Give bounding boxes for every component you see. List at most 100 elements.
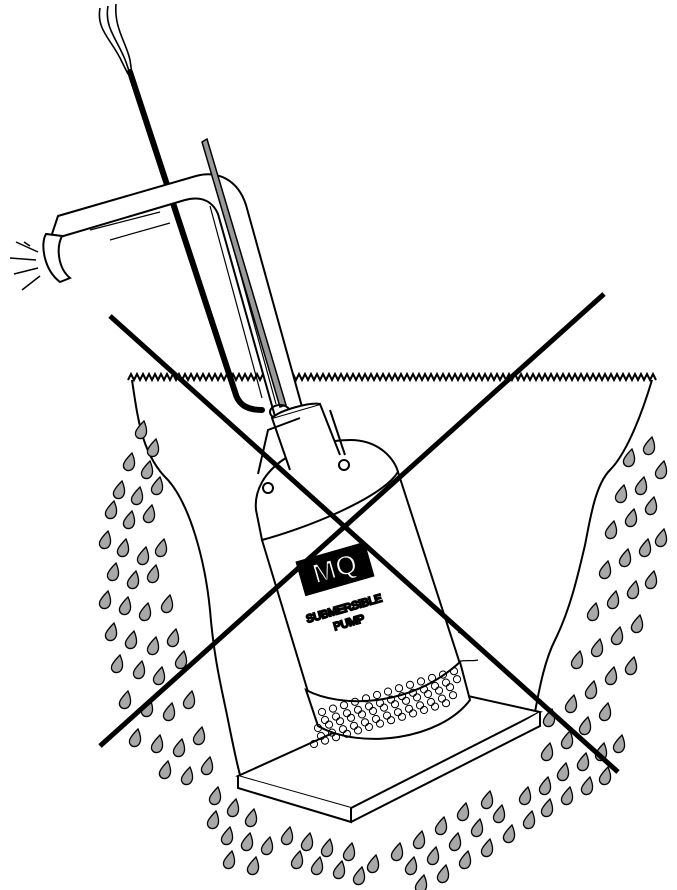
water-drop-icon xyxy=(151,477,162,495)
water-drop-icon xyxy=(623,449,634,467)
water-drop-icon xyxy=(311,857,322,875)
water-drop-icon xyxy=(449,833,460,851)
water-drop-icon xyxy=(607,591,618,609)
water-drop-icon xyxy=(625,509,636,527)
water-drop-icon xyxy=(223,851,234,869)
water-drop-icon xyxy=(151,735,162,753)
water-drop-icon xyxy=(193,727,204,745)
water-drop-icon xyxy=(591,639,602,657)
water-drop-icon xyxy=(147,565,158,583)
water-drop-icon xyxy=(131,487,142,505)
water-drop-icon xyxy=(415,875,426,890)
water-drop-icon xyxy=(111,655,122,673)
water-drop-icon xyxy=(123,511,134,529)
water-drop-icon xyxy=(391,843,402,861)
water-drop-icon xyxy=(113,481,124,499)
water-drop-icon xyxy=(655,529,666,547)
water-drop-icon xyxy=(173,739,184,757)
water-drop-icon xyxy=(619,549,630,567)
water-drop-icon xyxy=(565,695,576,713)
water-drop-icon xyxy=(541,799,552,817)
water-drop-icon xyxy=(133,661,144,679)
water-drop-icon xyxy=(353,867,364,885)
water-drop-icon xyxy=(481,839,492,857)
water-drop-icon xyxy=(99,591,110,609)
water-drop-icon xyxy=(301,833,312,851)
water-drop-icon xyxy=(405,857,416,875)
water-drop-icon xyxy=(161,595,172,613)
water-drop-icon xyxy=(459,851,470,869)
water-drop-icon xyxy=(167,629,178,647)
water-drop-icon xyxy=(579,717,590,735)
water-drop-icon xyxy=(481,791,492,809)
water-drop-icon xyxy=(643,437,654,455)
water-drop-icon xyxy=(413,831,424,849)
water-drop-icon xyxy=(599,561,610,579)
water-drop-icon xyxy=(99,531,110,549)
water-drop-icon xyxy=(241,833,252,851)
water-drop-icon xyxy=(159,761,170,779)
water-drop-icon xyxy=(123,453,134,471)
water-drop-icon xyxy=(209,787,220,805)
water-drop-icon xyxy=(557,763,568,781)
water-drop-icon xyxy=(585,681,596,699)
water-drop-icon xyxy=(107,563,118,581)
water-drop-icon xyxy=(503,825,514,843)
cable-wire-3 xyxy=(116,4,132,74)
water-drop-icon xyxy=(201,757,212,775)
water-drop-icon xyxy=(605,667,616,685)
water-drop-icon xyxy=(163,703,174,721)
water-drop-icon xyxy=(435,817,446,835)
water-drop-icon xyxy=(561,787,572,805)
water-drop-icon xyxy=(139,603,150,621)
water-drop-icon xyxy=(129,729,140,747)
water-drop-icon xyxy=(493,805,504,823)
water-drop-icon xyxy=(119,691,130,709)
water-drop-icon xyxy=(605,521,616,539)
water-drop-icon xyxy=(639,539,650,557)
water-drop-icon xyxy=(141,461,152,479)
water-drop-icon xyxy=(147,637,158,655)
water-drop-icon xyxy=(655,461,666,479)
water-drop-icon xyxy=(587,603,598,621)
water-drop-icon xyxy=(635,477,646,495)
water-drop-icon xyxy=(599,767,610,785)
water-drop-icon xyxy=(117,539,128,557)
water-drop-icon xyxy=(333,861,344,879)
water-drop-icon xyxy=(457,803,468,821)
water-drop-icon xyxy=(645,497,656,515)
water-drop-icon xyxy=(523,811,534,829)
water-drop-icon xyxy=(611,627,622,645)
water-spray xyxy=(10,242,40,290)
water-drop-icon xyxy=(105,623,116,641)
lifting-rope-icon xyxy=(202,139,286,407)
water-drop-icon xyxy=(281,827,292,845)
water-drop-icon xyxy=(183,691,194,709)
water-drop-icon xyxy=(615,485,626,503)
water-drop-icon xyxy=(577,753,588,771)
water-drop-icon xyxy=(613,735,624,753)
water-drop-icon xyxy=(261,837,272,855)
water-drop-icon xyxy=(175,651,186,669)
water-drop-icon xyxy=(631,615,642,633)
water-drop-icon xyxy=(125,631,136,649)
water-drop-icon xyxy=(519,787,530,805)
water-drop-icon xyxy=(247,857,258,875)
water-drop-icon xyxy=(541,743,552,761)
water-drop-icon xyxy=(137,547,148,565)
water-drop-icon xyxy=(561,731,572,749)
water-drop-icon xyxy=(153,667,164,685)
water-drop-icon xyxy=(343,843,354,861)
water-drop-icon xyxy=(427,847,438,865)
water-drop-icon xyxy=(599,703,610,721)
water-drop-icon xyxy=(245,809,256,827)
water-drop-icon xyxy=(143,505,154,523)
water-drop-icon xyxy=(221,827,232,845)
water-drop-icon xyxy=(627,581,638,599)
water-drop-icon xyxy=(625,657,636,675)
ground-surface-line xyxy=(128,374,656,380)
water-drop-icon xyxy=(135,421,146,439)
water-drop-icon xyxy=(571,651,582,669)
water-drop-icon xyxy=(181,767,192,785)
